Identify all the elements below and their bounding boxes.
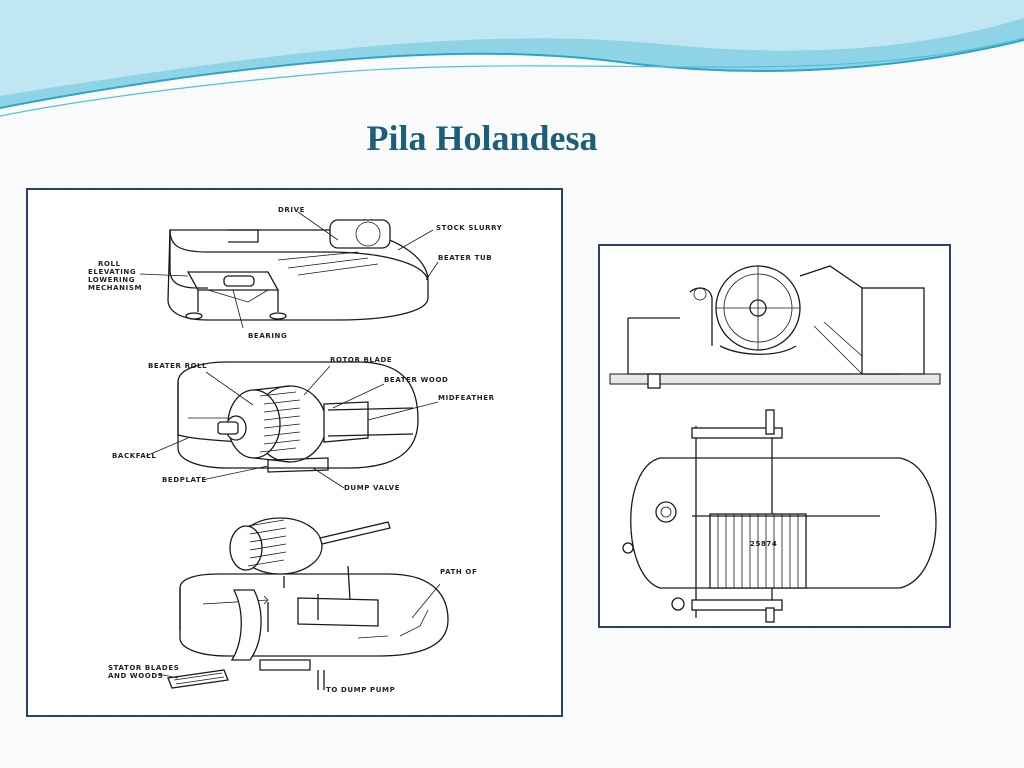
label-bedplate: BEDPLATE [162,476,207,484]
label-and-woods: AND WOODS [108,672,163,680]
beater-tub-drawing [167,219,429,321]
label-stock-slurry: STOCK SLURRY [436,224,503,232]
beater-diagram-drawing: DRIVE STOCK SLURRY BEATER TUB ROLL ELEVA… [88,206,503,694]
label-stator-blades: STATOR BLADES [108,664,179,672]
label-elevating: ELEVATING [88,268,136,276]
label-drive: DRIVE [278,206,305,214]
label-to-dump-pump: TO DUMP PUMP [326,686,395,694]
slide-title: Pila Holandesa [366,118,598,158]
label-beater-wood: BEATER WOOD [384,376,448,384]
stock-flow-drawing [167,517,449,690]
header-wave-decoration [0,0,1024,117]
hollander-plan-figure: 25874 [598,244,951,628]
label-roll: ROLL [98,260,121,268]
roll-mark-label: 25874 [750,540,777,548]
label-lowering: LOWERING [88,276,135,284]
hollander-plan-drawing: 25874 [609,265,941,623]
beater-roll-cutaway-drawing [177,361,419,473]
beater-diagram-figure: DRIVE STOCK SLURRY BEATER TUB ROLL ELEVA… [26,188,563,717]
elevation-view [609,265,941,389]
label-midfeather: MIDFEATHER [438,394,495,402]
middle-callouts: BEATER ROLL ROTOR BLADE BEATER WOOD MIDF… [112,356,495,492]
label-backfall: BACKFALL [112,452,156,460]
bottom-callouts: PATH OF STATOR BLADES AND WOODS TO DUMP … [108,568,477,694]
plan-view: 25874 [622,409,937,623]
label-bearing: BEARING [248,332,287,340]
label-path-of: PATH OF [440,568,477,576]
label-beater-tub: BEATER TUB [438,254,492,262]
label-rotor-blade: ROTOR BLADE [330,356,392,364]
label-dump-valve: DUMP VALVE [344,484,400,492]
label-beater-roll: BEATER ROLL [148,362,207,370]
top-callouts: DRIVE STOCK SLURRY BEATER TUB ROLL ELEVA… [88,206,503,340]
label-mechanism: MECHANISM [88,284,142,292]
